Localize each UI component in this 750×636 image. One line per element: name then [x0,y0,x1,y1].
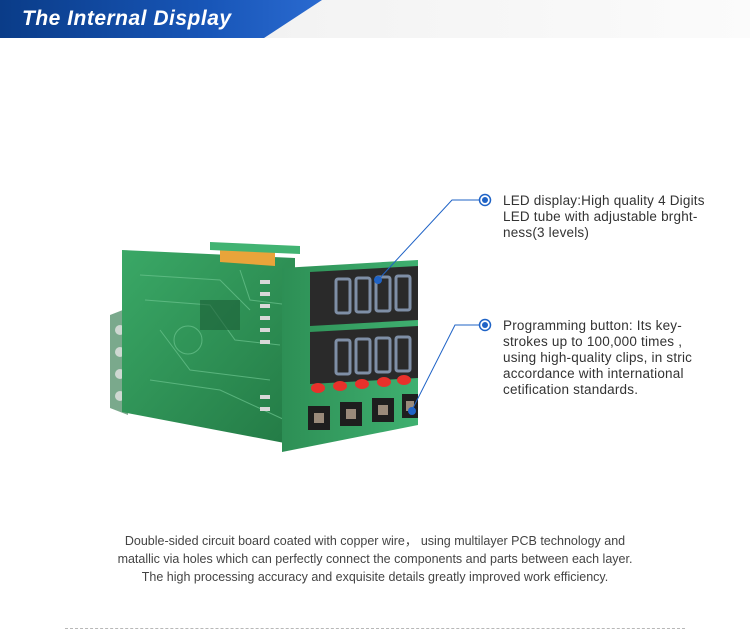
callout-programming-button: Programming button: Its key- strokes up … [503,318,692,398]
callout-line: cetification standards. [503,382,639,397]
callout-line: LED tube with adjustable brght- [503,209,698,224]
description-line: The high processing accuracy and exquisi… [141,570,609,584]
page-title: The Internal Display [22,7,232,30]
circuit-board-image [110,242,418,452]
callout-line: strokes up to 100,000 times , [503,334,683,349]
callout-line: using high-quality clips, in stric [503,350,693,365]
title-tab [0,0,322,38]
description-line: matallic via holes which can perfectly c… [117,552,633,566]
callout-line: ness(3 levels) [503,225,590,240]
callout-line: Programming button: Its key- [503,318,682,333]
callout-led-display: LED display:High quality 4 Digits LED tu… [503,193,705,241]
callout-line: accordance with international [503,366,684,381]
dashed-divider [65,628,685,629]
callout-line: LED display:High quality 4 Digits [503,193,705,208]
description-text: Double-sided circuit board coated with c… [60,532,690,586]
description-line: Double-sided circuit board coated with c… [124,534,626,548]
